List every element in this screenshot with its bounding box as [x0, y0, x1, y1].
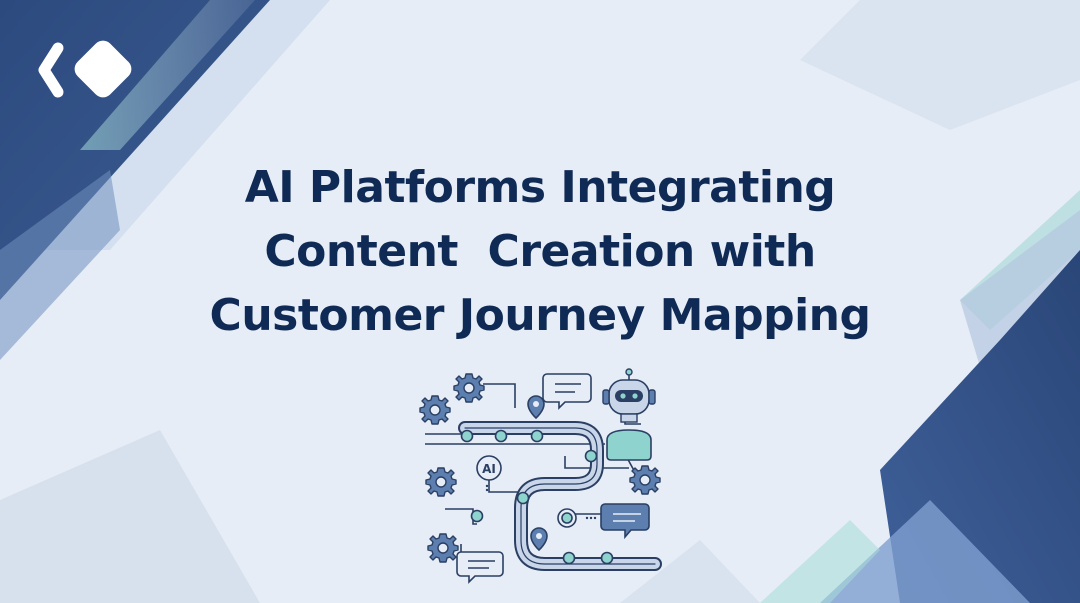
- title-line-2: Content Creation with: [264, 226, 816, 277]
- journey-nodes: [460, 429, 614, 565]
- journey-illustration: AI: [419, 368, 662, 584]
- gear-icon: [419, 395, 451, 425]
- gear-icon: [453, 373, 485, 403]
- title-line-1: AI Platforms Integrating: [244, 162, 836, 213]
- chat-bubble-icon: [600, 503, 650, 540]
- gear-icon: [629, 465, 661, 495]
- chat-bubble-icon: [456, 551, 504, 584]
- title-line-3: Customer Journey Mapping: [209, 290, 871, 341]
- page-title: AI Platforms Integrating Content Creatio…: [100, 156, 980, 348]
- map-pin-icon: [530, 527, 548, 552]
- gear-icon: [425, 467, 457, 497]
- chat-bubble-icon: [542, 373, 592, 410]
- ai-label: AI: [482, 462, 496, 476]
- ai-badge: AI: [476, 455, 502, 481]
- logo-icon: [38, 40, 132, 98]
- gear-icon: [427, 533, 459, 563]
- journey-path: [458, 421, 662, 571]
- dotted-connector: [485, 484, 597, 520]
- map-pin-icon: [527, 395, 545, 420]
- robot-icon: [602, 368, 656, 461]
